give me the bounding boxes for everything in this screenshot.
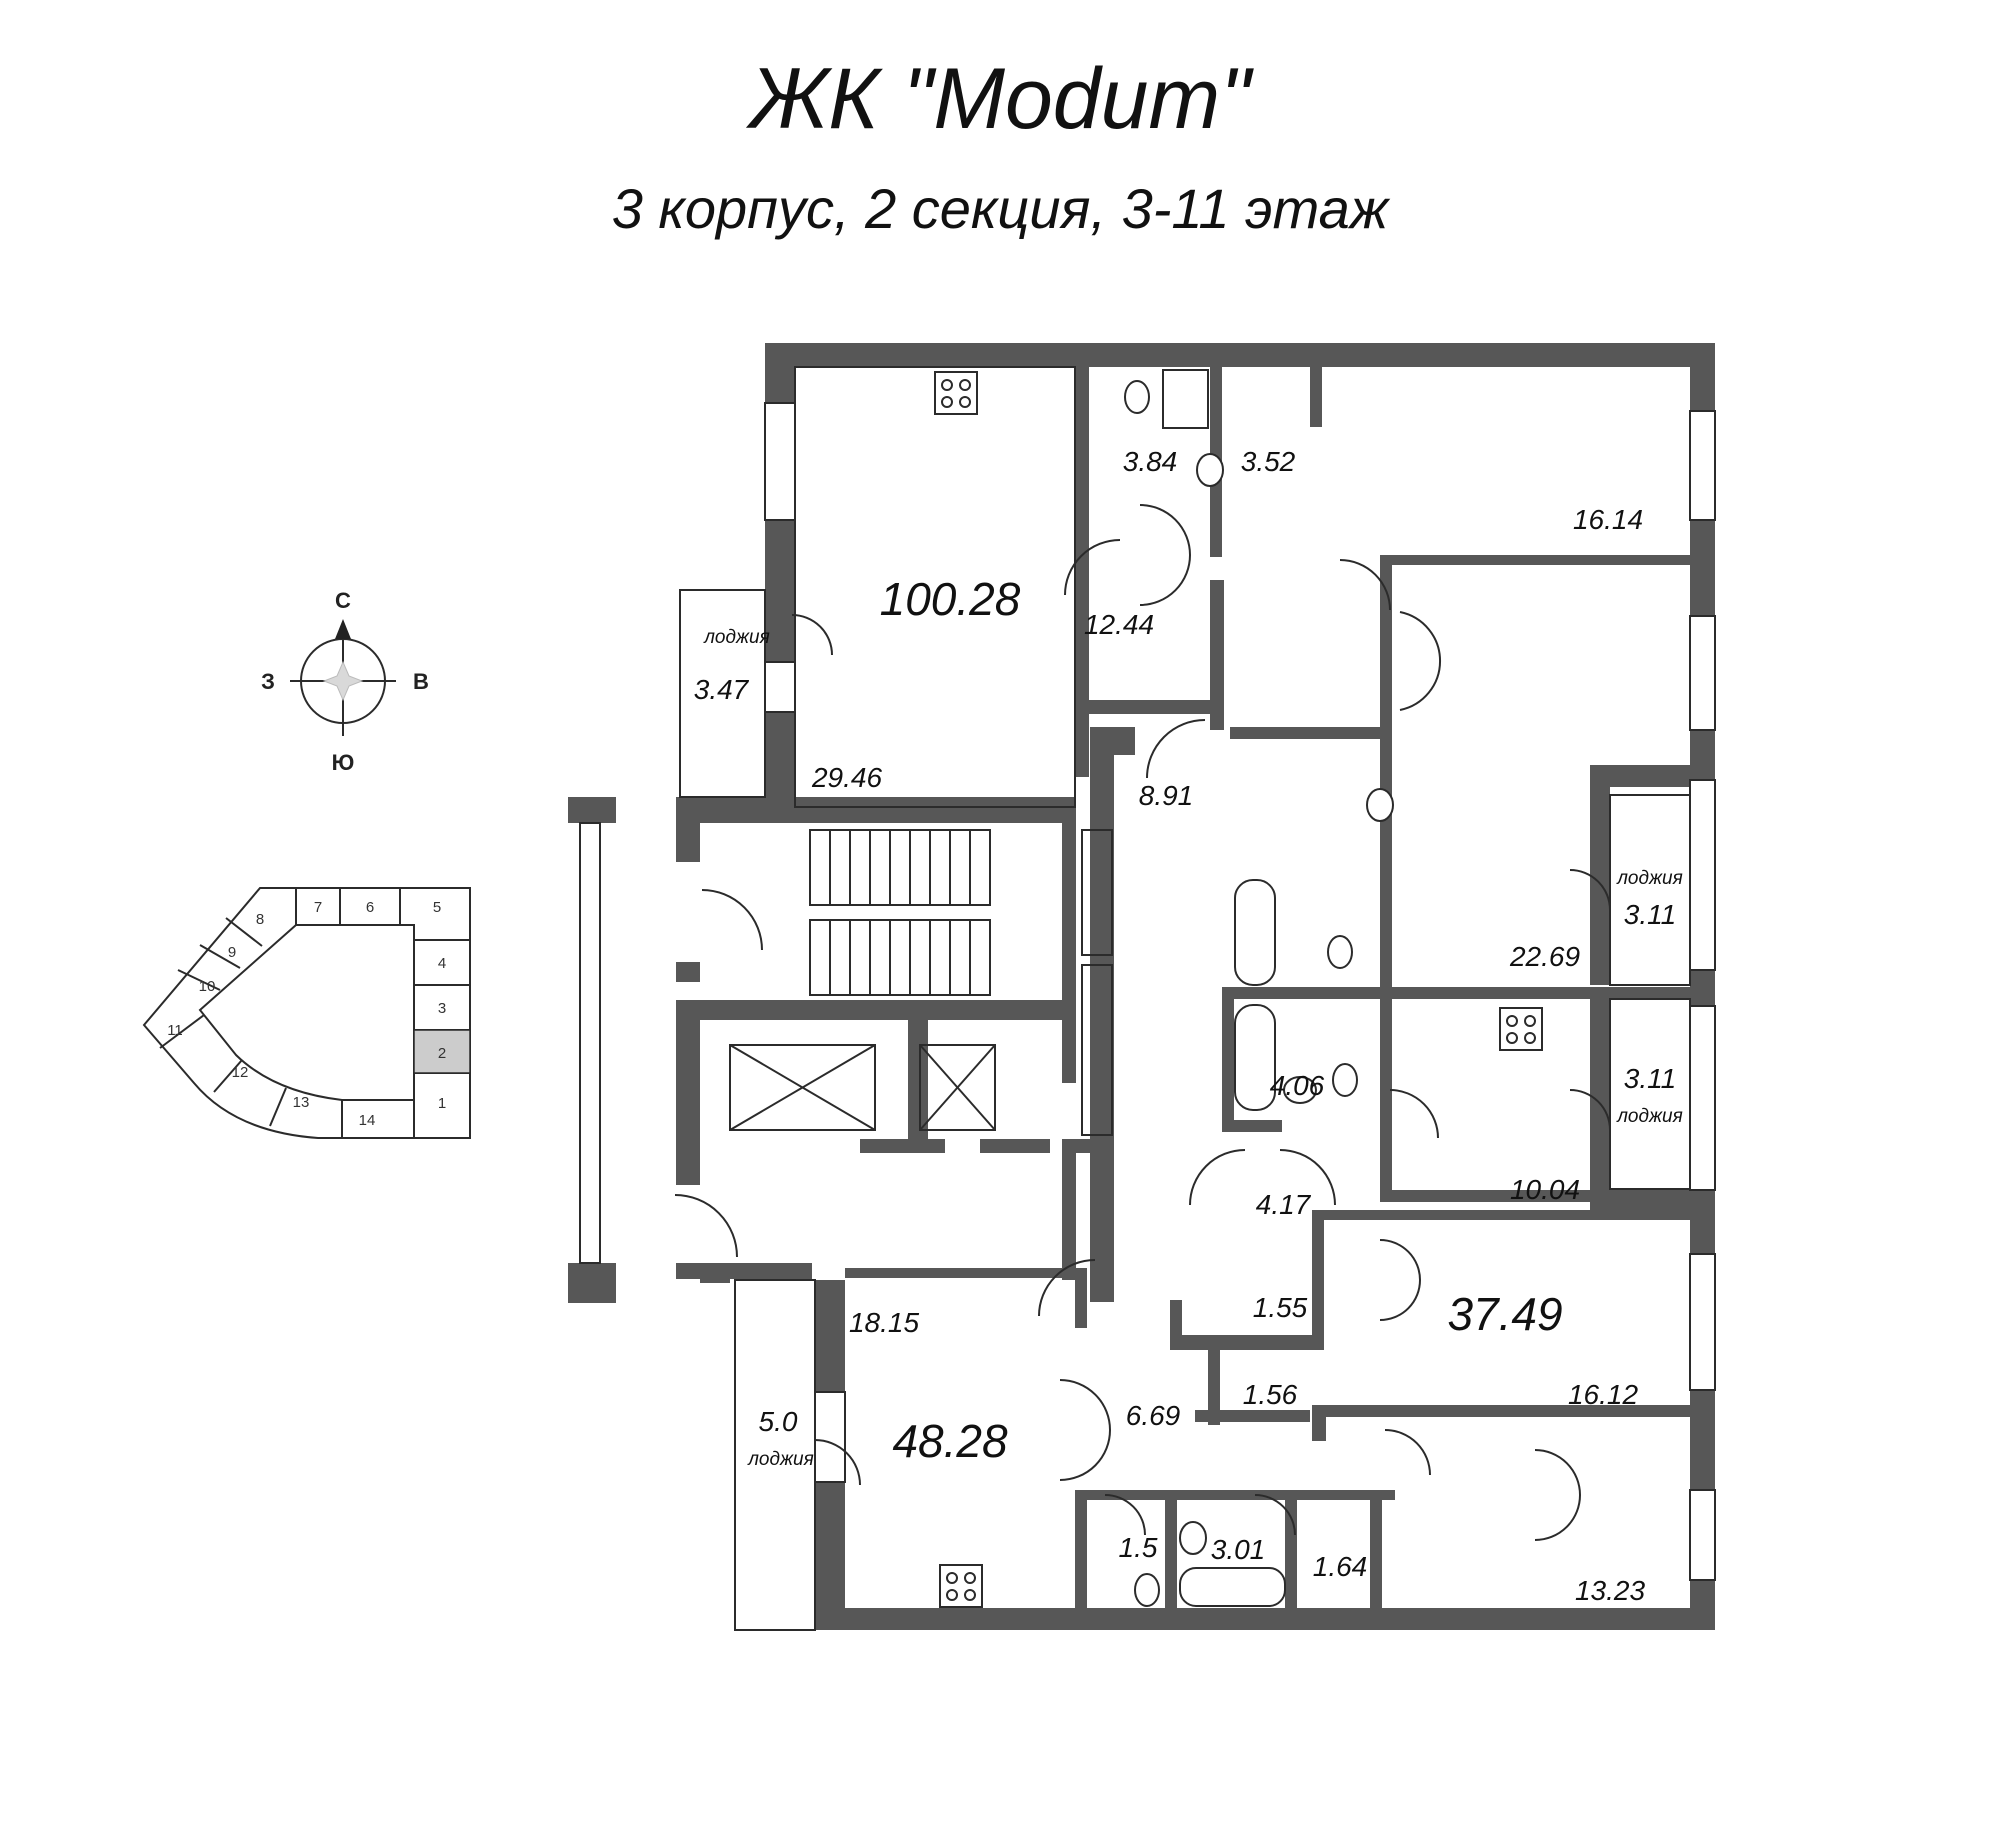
room-area: 4.17 [1256,1189,1312,1220]
room-area: 3.84 [1123,446,1178,477]
section-num-11: 11 [167,1022,183,1039]
sink-icon [1196,453,1224,487]
compass-east: В [413,669,429,694]
room-area: 1.55 [1253,1292,1308,1323]
stove-icon [939,1564,983,1608]
bathtub-icon [1234,1004,1276,1111]
bathtub-icon [1179,1567,1286,1607]
toilet-icon [1124,380,1150,414]
loggia-area: 3.47 [694,674,750,705]
loggia-area: 3.11 [1624,899,1676,930]
toilet-icon [1332,1063,1358,1097]
section-num-3: 3 [438,1000,446,1017]
compass-south: Ю [332,750,355,775]
room-area: 22.69 [1509,941,1580,972]
compass-star-icon [322,660,364,702]
room-area: 10.04 [1510,1174,1580,1205]
page-subtitle: 3 корпус, 2 секция, 3-11 этаж [612,177,1391,240]
apartment-3: 48.28 18.15 6.69 1.56 1.5 3.01 1.64 13.2… [747,1307,1645,1606]
room-area: 4.06 [1270,1070,1325,1101]
loggia-area: 3.11 [1624,1063,1676,1094]
section-num-2: 2 [438,1045,446,1062]
loggia-label: лоджия [703,627,770,648]
room-area: 3.01 [1211,1534,1266,1565]
highlighted-section [413,1029,471,1074]
section-num-8: 8 [256,911,264,928]
section-num-1: 1 [438,1095,446,1112]
doors [674,504,1611,1541]
page-title: ЖК "Modum" [745,51,1254,147]
room-area: 12.44 [1084,609,1154,640]
room-area: 1.56 [1243,1379,1298,1410]
sink-icon [1179,1521,1207,1555]
stove-icon [934,371,978,415]
room-area: 1.64 [1313,1551,1368,1582]
sink-icon [1366,788,1394,822]
fixtures [934,369,1543,1608]
room-area: 6.69 [1126,1400,1181,1431]
room-area: 13.23 [1575,1575,1645,1606]
loggia-label: лоджия [1616,868,1683,889]
section-key-map: 1 2 3 4 5 6 7 8 9 10 11 12 13 14 [142,887,471,1139]
compass-west: З [261,669,275,694]
room-area: 3.52 [1241,446,1296,477]
room-area: 18.15 [849,1307,919,1338]
bathtub-icon [1234,879,1276,986]
glazing [579,366,1716,1631]
shower-icon [1162,369,1209,429]
compass: С Ю З В [261,588,429,775]
stairs [809,829,991,996]
room-area: 8.91 [1139,780,1194,811]
section-num-14: 14 [359,1112,376,1129]
apartment-total-area: 37.49 [1447,1288,1562,1340]
section-num-7: 7 [314,899,322,916]
stove-icon [1499,1007,1543,1051]
section-num-10: 10 [199,978,216,995]
room-area: 16.12 [1568,1379,1638,1410]
toilet-icon [1134,1573,1160,1607]
sink-icon [1283,1076,1317,1104]
toilet-icon [1327,935,1353,969]
section-num-13: 13 [293,1094,310,1111]
apartment-total-area: 48.28 [892,1415,1008,1467]
loggia-label: лоджия [747,1449,814,1470]
section-num-4: 4 [438,955,446,972]
room-area: 29.46 [811,762,882,793]
section-num-9: 9 [228,944,236,961]
compass-north: С [335,588,351,613]
walls [568,343,1715,1630]
section-num-6: 6 [366,899,374,916]
section-num-5: 5 [433,899,441,916]
room-area: 1.5 [1119,1532,1158,1563]
elevators [729,829,1113,1136]
loggia-area: 5.0 [759,1406,798,1437]
apartment-total-area: 100.28 [880,573,1021,625]
north-arrow-icon [335,619,351,639]
section-num-12: 12 [232,1064,249,1081]
room-area: 16.14 [1573,504,1643,535]
apartment-1: 100.28 29.46 12.44 3.84 3.52 16.14 8.91 … [694,446,1683,972]
apartment-2: 37.49 10.04 4.06 4.17 1.55 16.12 3.11 ло… [1253,1063,1683,1410]
loggia-label: лоджия [1616,1106,1683,1127]
